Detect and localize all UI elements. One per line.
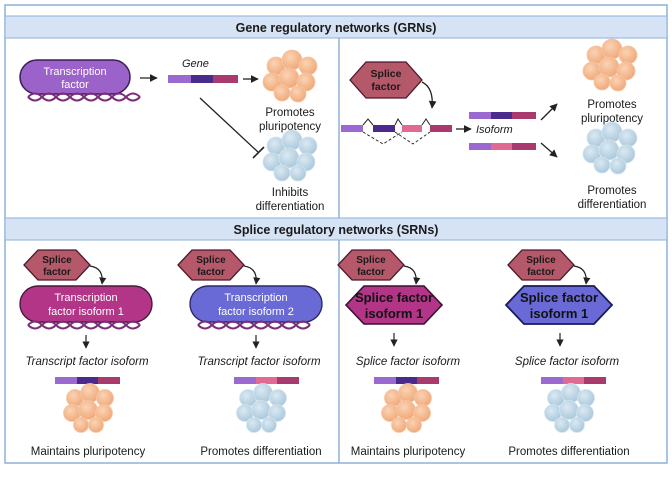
grn-transcription-factor: Transcription factor (19, 59, 141, 102)
srn-outcome-label: Maintains pluripotency (31, 446, 146, 458)
srn-sf-isoform-hexagon (504, 285, 614, 325)
gene-bar (168, 75, 238, 83)
srn-isoform-line1: Splice factor (520, 290, 598, 305)
srn-isoform-bar (55, 377, 120, 384)
grn-section-title: Gene regulatory networks (GRNs) (236, 21, 437, 35)
srn-panel-1: Splice factor Transcription factor isofo… (19, 249, 153, 458)
srn-splice-factor-hexagon (177, 249, 245, 281)
srn-header-bar (4, 217, 668, 241)
srn-outcome-label: Promotes differentiation (200, 446, 321, 458)
srn-tf-isoform-capsule (189, 285, 323, 323)
srn-panel-4: Splice factor Splice factor isoform 1 Sp… (504, 249, 630, 458)
pre-mrna-exons (341, 118, 452, 145)
srn-splice-line1: Splice (356, 255, 386, 266)
grn-right-promotes-plu-line2: pluripotency (581, 113, 643, 125)
isoform-b-bar (469, 143, 536, 150)
grn-splice-factor: Splice factor (349, 61, 423, 99)
srn-splice-line2: factor (197, 267, 225, 278)
srn-splice-line2: factor (527, 267, 555, 278)
srn-isoform-bar (541, 377, 606, 384)
splice-factor-hexagon (349, 61, 423, 99)
isoform-label: Isoform (476, 124, 513, 136)
srn-panel-3: Splice factor Splice factor isoform 1 Sp… (337, 249, 466, 458)
srn-isoform-bar (234, 377, 299, 384)
srn-sf-isoform-hexagon (344, 285, 444, 325)
grn-right-promotes-diff-line2: differentiation (578, 199, 647, 211)
srn-product-label: Transcript factor isoform (25, 356, 149, 368)
srn-splice-line1: Splice (526, 255, 556, 266)
srn-isoform-bar (374, 377, 439, 384)
srn-isoform-line1: Transcription (54, 292, 117, 304)
grn-header-bar (4, 15, 668, 39)
grn-left-promotes-line1: Promotes (265, 107, 314, 119)
grn-left-inhibits-line2: differentiation (256, 201, 325, 213)
srn-splice-line2: factor (43, 267, 71, 278)
gene-label: Gene (182, 58, 209, 70)
srn-panel-2: Splice factor Transcription factor isofo… (177, 249, 323, 458)
srn-curved-arrow (573, 265, 591, 285)
tf-label-line1: Transcription (43, 66, 106, 78)
srn-outcome-label: Maintains pluripotency (351, 446, 466, 458)
dna-helix (27, 320, 141, 330)
srn-curved-arrow (403, 265, 421, 285)
srn-isoform-line2: isoform 1 (530, 306, 589, 321)
pluripotent-cell-cluster-icon (63, 383, 114, 433)
srn-tf-isoform-capsule (19, 285, 153, 323)
srn-curved-arrow (243, 265, 261, 285)
srn-splice-line1: Splice (196, 255, 226, 266)
srn-isoform-line2: factor isoform 2 (218, 306, 294, 318)
isoform-a-bar (469, 112, 536, 119)
tf-label-line2: factor (61, 79, 89, 91)
right-pluripotent-cell-cluster-icon (582, 38, 638, 92)
splice-factor-line1: Splice (371, 68, 402, 80)
grn-right-promotes-plu-line1: Promotes (587, 99, 636, 111)
grn-left-inhibits-line1: Inhibits (272, 187, 309, 199)
srn-product-label: Transcript factor isoform (197, 356, 321, 368)
isoform-a-arrow (540, 103, 558, 121)
grn-right-promotes-diff-line1: Promotes (587, 185, 636, 197)
differentiating-cell-cluster-icon (236, 383, 287, 433)
srn-splice-factor-hexagon (337, 249, 405, 281)
srn-splice-factor-hexagon (23, 249, 91, 281)
right-differentiating-cell-cluster-icon (582, 121, 638, 175)
differentiating-cell-cluster-icon (262, 129, 318, 182)
srn-outcome-label: Promotes differentiation (508, 446, 629, 458)
inhibition-line (199, 97, 265, 159)
pluripotent-cell-cluster-icon (262, 49, 318, 103)
grn-left-promotes-line2: pluripotency (259, 121, 321, 133)
dna-helix (27, 92, 141, 102)
srn-section-title: Splice regulatory networks (SRNs) (234, 223, 439, 237)
srn-curved-arrow (89, 265, 107, 285)
srn-isoform-line2: factor isoform 1 (48, 306, 124, 318)
splice-to-premrna-arrow (421, 81, 437, 109)
srn-product-label: Splice factor isoform (356, 356, 461, 368)
srn-splice-line2: factor (357, 267, 385, 278)
srn-isoform-line1: Splice factor (355, 290, 433, 305)
splice-factor-line2: factor (371, 81, 400, 93)
pluripotent-cell-cluster-icon (381, 383, 432, 433)
srn-splice-line1: Splice (42, 255, 72, 266)
srn-isoform-line1: Transcription (224, 292, 287, 304)
isoform-b-arrow (540, 142, 558, 158)
differentiating-cell-cluster-icon (544, 383, 595, 433)
srn-isoform-line2: isoform 1 (365, 306, 424, 321)
dna-helix (197, 320, 311, 330)
srn-splice-factor-hexagon (507, 249, 575, 281)
srn-product-label: Splice factor isoform (515, 356, 620, 368)
